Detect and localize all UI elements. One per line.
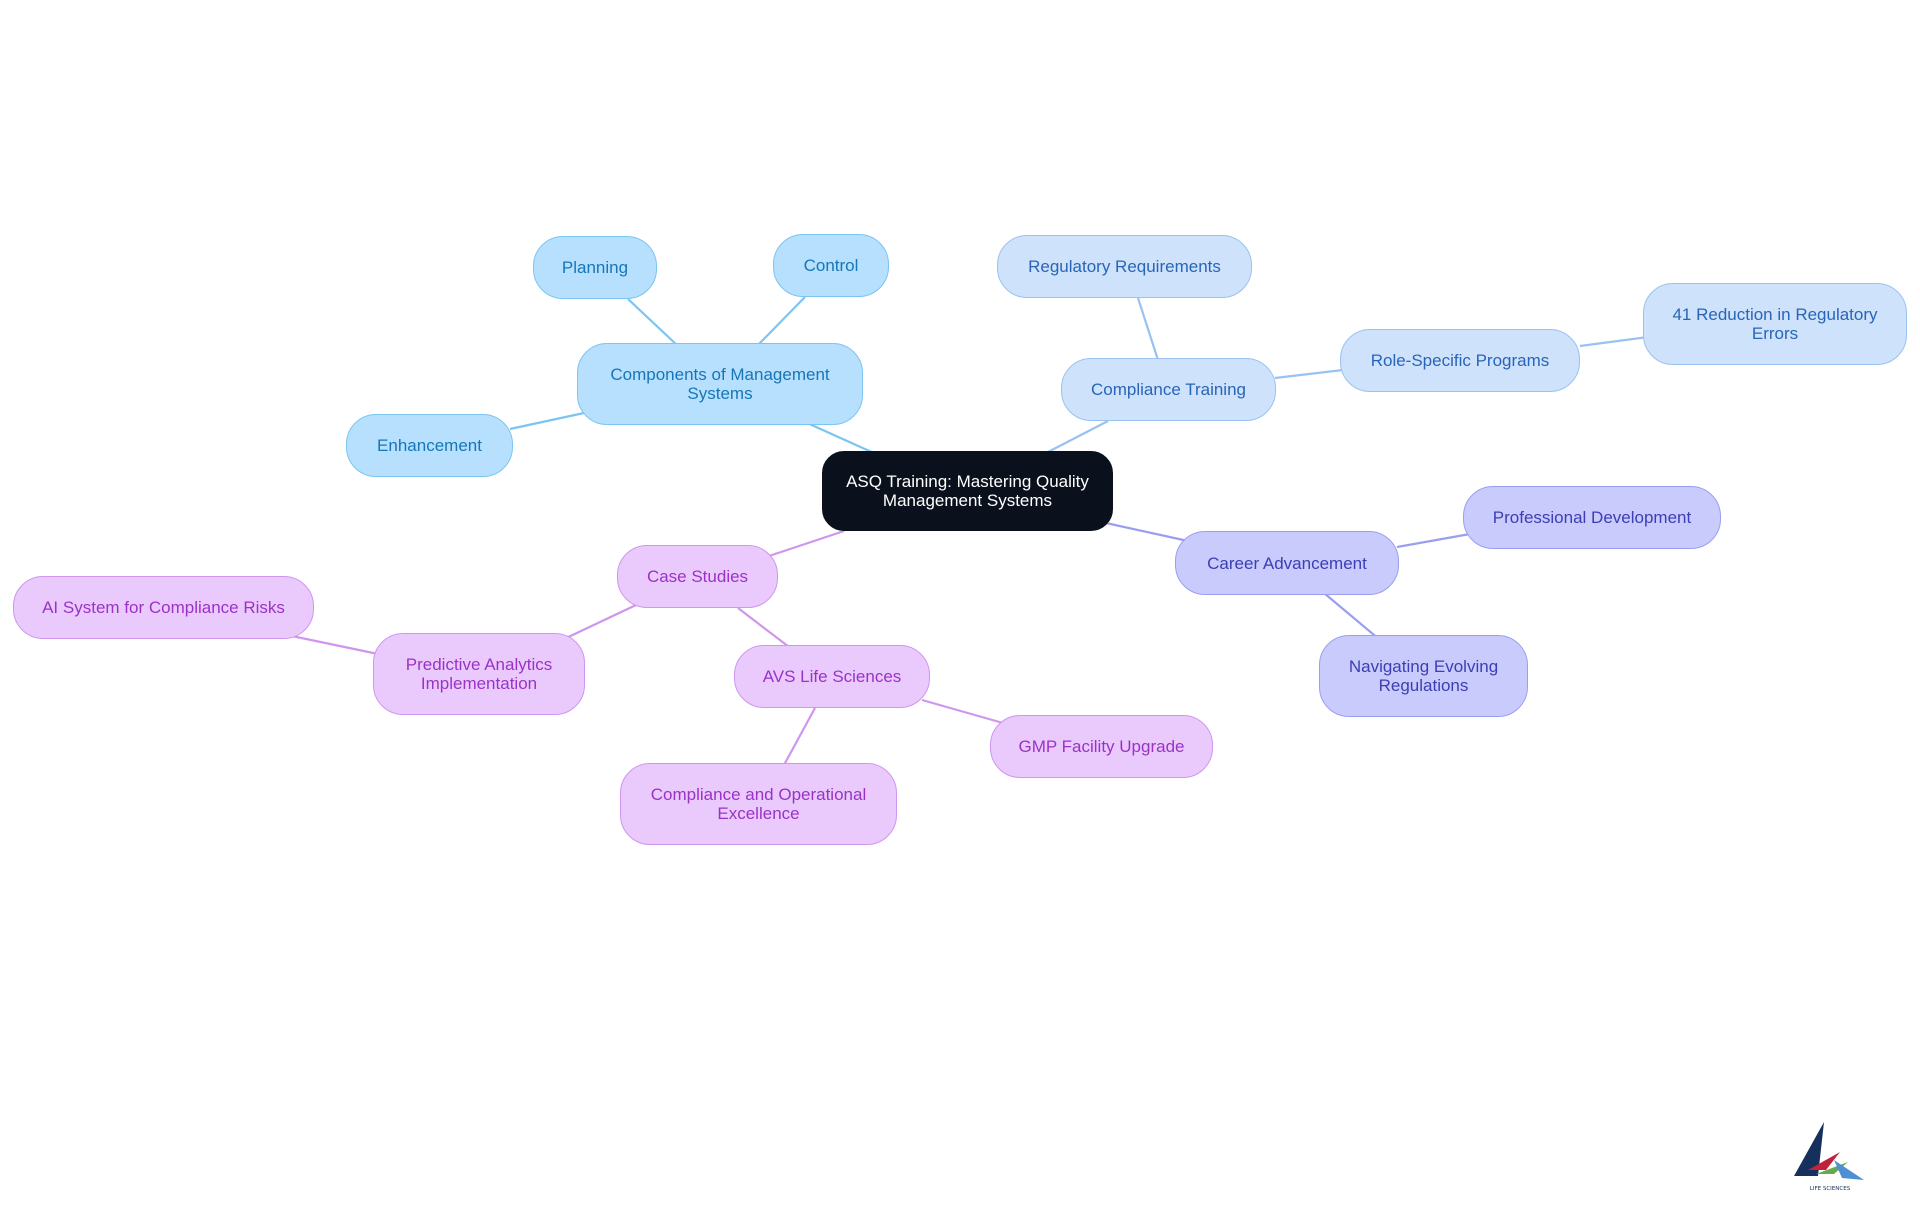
logo-navy-stripe (1794, 1122, 1824, 1176)
node-enhancement: Enhancement (346, 414, 513, 477)
edge-root-career (1105, 521, 1189, 543)
node-compliance-operational-excellence: Compliance and Operational Excellence (620, 763, 897, 845)
node-professional-development: Professional Development (1463, 486, 1721, 549)
node-professional-development-label: Professional Development (1492, 508, 1692, 527)
node-compliance-operational-excellence-label: Compliance and Operational Excellence (650, 785, 867, 823)
edge-root-components (804, 420, 877, 456)
node-planning: Planning (533, 236, 657, 299)
node-gmp-facility-upgrade: GMP Facility Upgrade (990, 715, 1213, 778)
node-predictive-analytics: Predictive Analytics Implementation (373, 633, 585, 715)
edge-role-reduction (1579, 335, 1649, 348)
node-gmp-facility-upgrade-label: GMP Facility Upgrade (1018, 737, 1185, 756)
node-compliance-training-label: Compliance Training (1091, 380, 1246, 399)
edge-cases-avs (737, 607, 794, 651)
root-node-label: ASQ Training: Mastering Quality Manageme… (846, 472, 1089, 510)
logo-caption: LIFE SCIENCES (1810, 1186, 1851, 1192)
node-career-advancement-label: Career Advancement (1207, 553, 1367, 573)
node-predictive-analytics-label: Predictive Analytics Implementation (405, 655, 553, 693)
node-reduction-regulatory-errors-label: 41 Reduction in Regulatory Errors (1672, 305, 1878, 343)
node-components-label: Components of Management Systems (610, 365, 830, 403)
node-case-studies-label: Case Studies (646, 567, 749, 586)
node-compliance-training: Compliance Training (1061, 358, 1276, 421)
node-navigating-evolving-regulations-label: Navigating Evolving Regulations (1348, 657, 1499, 695)
node-case-studies: Case Studies (617, 545, 778, 608)
edge-predictive-ai (291, 634, 379, 656)
edge-root-cases (765, 529, 845, 559)
logo-red-stripe (1808, 1152, 1840, 1170)
edge-avs-gmp (921, 698, 1011, 727)
edge-components-enhancement (509, 411, 585, 431)
edge-compliance-role (1274, 368, 1344, 380)
node-avs-life-sciences-label: AVS Life Sciences (762, 667, 902, 686)
node-control-label: Control (803, 256, 859, 275)
avs-logo: LIFE SCIENCES (1794, 1122, 1864, 1192)
edge-avs-compliance-excellence (783, 707, 816, 766)
node-career-advancement: Career Advancement (1175, 531, 1399, 595)
node-avs-life-sciences: AVS Life Sciences (734, 645, 930, 708)
node-planning-label: Planning (561, 258, 629, 277)
node-reduction-regulatory-errors: 41 Reduction in Regulatory Errors (1643, 283, 1907, 365)
node-enhancement-label: Enhancement (377, 436, 482, 455)
node-ai-system: AI System for Compliance Risks (13, 576, 314, 639)
node-role-specific-programs-label: Role-Specific Programs (1370, 351, 1550, 370)
node-regulatory-requirements: Regulatory Requirements (997, 235, 1252, 298)
edge-components-planning (627, 298, 679, 347)
root-node: ASQ Training: Mastering Quality Manageme… (822, 451, 1113, 531)
node-ai-system-label: AI System for Compliance Risks (42, 598, 285, 617)
node-role-specific-programs: Role-Specific Programs (1340, 329, 1580, 392)
edge-root-compliance (1047, 420, 1109, 453)
edge-compliance-regulatory (1136, 297, 1160, 361)
node-components: Components of Management Systems (577, 343, 863, 425)
node-regulatory-requirements-label: Regulatory Requirements (1028, 257, 1221, 276)
edge-components-control (756, 296, 806, 347)
node-navigating-evolving-regulations: Navigating Evolving Regulations (1319, 635, 1528, 717)
edge-cases-predictive (561, 604, 637, 641)
node-control: Control (773, 234, 889, 297)
edge-career-professional (1396, 532, 1471, 549)
logo-blue-stripe (1834, 1160, 1864, 1180)
edge-career-navigating (1323, 592, 1381, 641)
